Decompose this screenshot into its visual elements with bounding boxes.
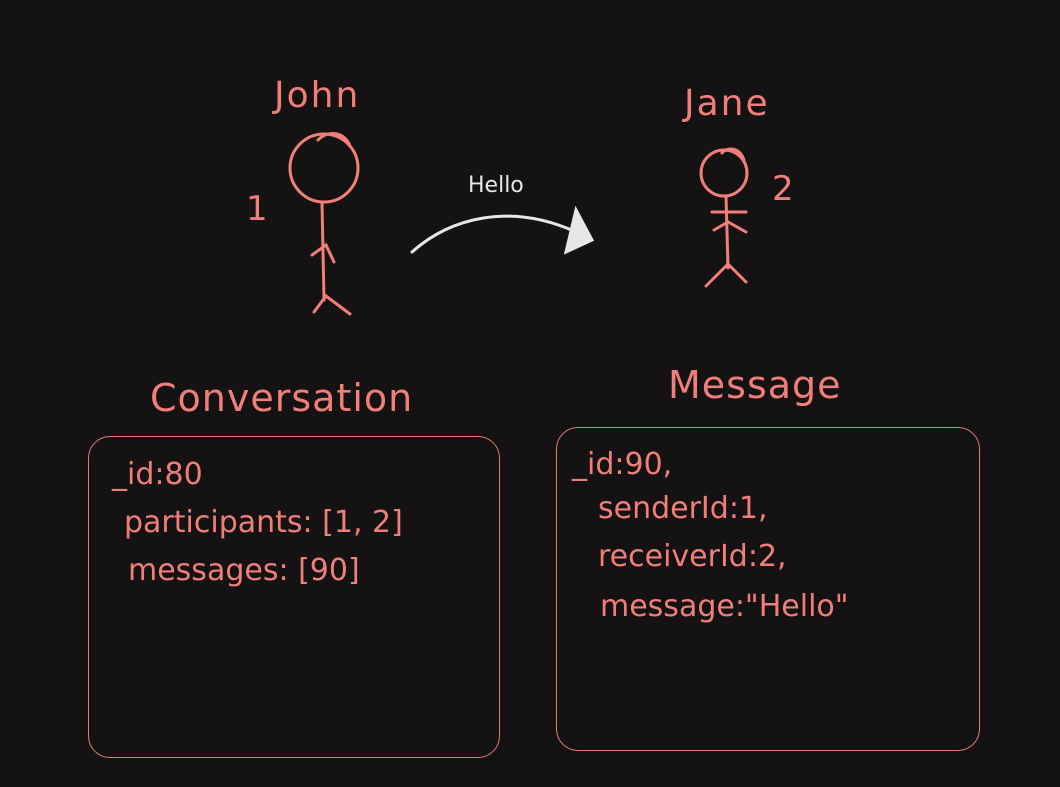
- jane-body: [724, 194, 730, 270]
- conversation-title: Conversation: [150, 376, 414, 420]
- message-title: Message: [668, 363, 842, 407]
- arrow-shaft: [410, 214, 578, 254]
- conversation-field-participants: participants: [1, 2]: [124, 505, 403, 540]
- jane-arms-lower: [712, 220, 748, 234]
- message-field-sender-id: senderId:1,: [598, 491, 768, 526]
- john-name: John: [274, 75, 361, 116]
- jane-stick-figure: [699, 147, 749, 288]
- message-record-box: [556, 427, 980, 751]
- john-hair-stroke: [316, 131, 352, 148]
- arrow-head-icon: [563, 205, 595, 255]
- jane-id-label: 2: [772, 169, 794, 209]
- jane-head: [699, 148, 749, 198]
- arrow-label: Hello: [468, 173, 524, 198]
- john-stick-figure: [288, 131, 360, 316]
- john-id-label: 1: [246, 189, 268, 229]
- john-body: [320, 200, 326, 302]
- message-field-id: _id:90,: [572, 447, 673, 482]
- message-field-message: message:"Hello": [600, 589, 849, 624]
- conversation-field-messages: messages: [90]: [128, 553, 360, 588]
- john-arms: [310, 242, 336, 264]
- jane-name: Jane: [684, 83, 770, 124]
- john-legs: [312, 293, 352, 316]
- conversation-record-box: [88, 436, 500, 758]
- message-field-receiver-id: receiverId:2,: [598, 539, 787, 574]
- jane-legs: [704, 261, 748, 288]
- conversation-field-id: _id:80: [112, 457, 203, 492]
- jane-hair-stroke: [720, 147, 746, 162]
- message-arrow: [410, 205, 595, 255]
